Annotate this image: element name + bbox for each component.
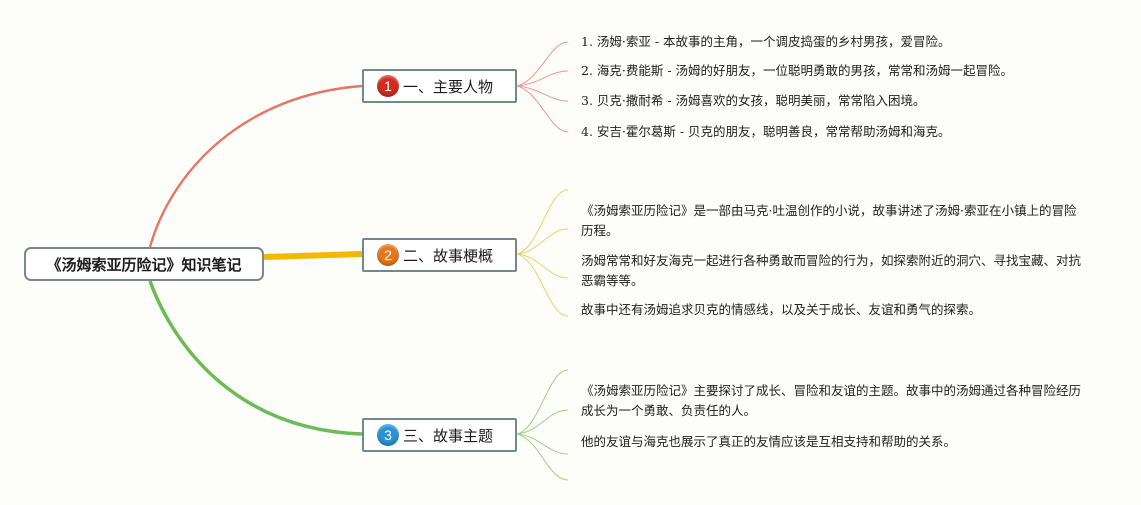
branch-node-synopsis[interactable]: 2 二、故事梗概: [362, 238, 517, 272]
leaf-connector-1-1: [516, 41, 569, 87]
branch-node-characters[interactable]: 1 一、主要人物: [362, 69, 517, 103]
leaf-connector-3-1: [516, 369, 569, 435]
leaf-connector-1-2: [516, 70, 569, 87]
branch-node-theme[interactable]: 3 三、故事主题: [362, 418, 517, 452]
connector-branch-1: [148, 84, 363, 248]
leaf-connector-1-4: [516, 85, 569, 133]
branch-label: 三、故事主题: [403, 426, 494, 445]
root-node[interactable]: 《汤姆索亚历险记》知识笔记: [24, 247, 264, 281]
leaf-connector-3-2: [516, 409, 569, 435]
leaf-connector-2-1: [516, 189, 569, 255]
branch-label: 一、主要人物: [403, 77, 494, 96]
connector-branch-2: [263, 251, 363, 260]
number-badge-icon: 1: [377, 75, 399, 97]
root-title: 《汤姆索亚历险记》知识笔记: [46, 255, 242, 274]
branch-label: 二、故事梗概: [403, 246, 494, 265]
leaf-connector-3-3: [516, 433, 569, 455]
connector-branch-3: [148, 280, 363, 436]
leaf-connector-2-2: [516, 228, 569, 255]
leaf-connector-3-4: [516, 433, 569, 481]
number-badge-icon: 2: [377, 244, 399, 266]
leaf-theme-1[interactable]: 《汤姆索亚历险记》主要探讨了成长、冒险和友谊的主题。故事中的汤姆通过各种冒险经历…: [581, 383, 1082, 418]
leaf-character-4[interactable]: 4. 安吉·霍尔葛斯 - 贝克的朋友，聪明善良，常常帮助汤姆和海克。: [581, 124, 951, 139]
leaf-connector-2-3: [516, 253, 569, 279]
number-badge-icon: 3: [377, 424, 399, 446]
leaf-character-3[interactable]: 3. 贝克·撒耐希 - 汤姆喜欢的女孩，聪明美丽，常常陷入困境。: [581, 93, 926, 108]
leaf-connector-2-4: [516, 253, 569, 317]
leaf-character-2[interactable]: 2. 海克·费能斯 - 汤姆的好朋友，一位聪明勇敢的男孩，常常和汤姆一起冒险。: [581, 63, 1014, 78]
leaf-synopsis-1[interactable]: 《汤姆索亚历险记》是一部由马克·吐温创作的小说，故事讲述了汤姆·索亚在小镇上的冒…: [581, 203, 1077, 238]
leaf-connector-1-3: [516, 85, 569, 102]
leaf-character-1[interactable]: 1. 汤姆·索亚 - 本故事的主角，一个调皮捣蛋的乡村男孩，爱冒险。: [581, 34, 951, 49]
leaf-synopsis-3[interactable]: 故事中还有汤姆追求贝克的情感线，以及关于成长、友谊和勇气的探索。: [581, 302, 982, 317]
leaf-theme-2[interactable]: 他的友谊与海克也展示了真正的友情应该是互相支持和帮助的关系。: [581, 434, 957, 449]
leaf-synopsis-2[interactable]: 汤姆常常和好友海克一起进行各种勇敢而冒险的行为，如探索附近的洞穴、寻找宝藏、对抗…: [581, 253, 1082, 288]
